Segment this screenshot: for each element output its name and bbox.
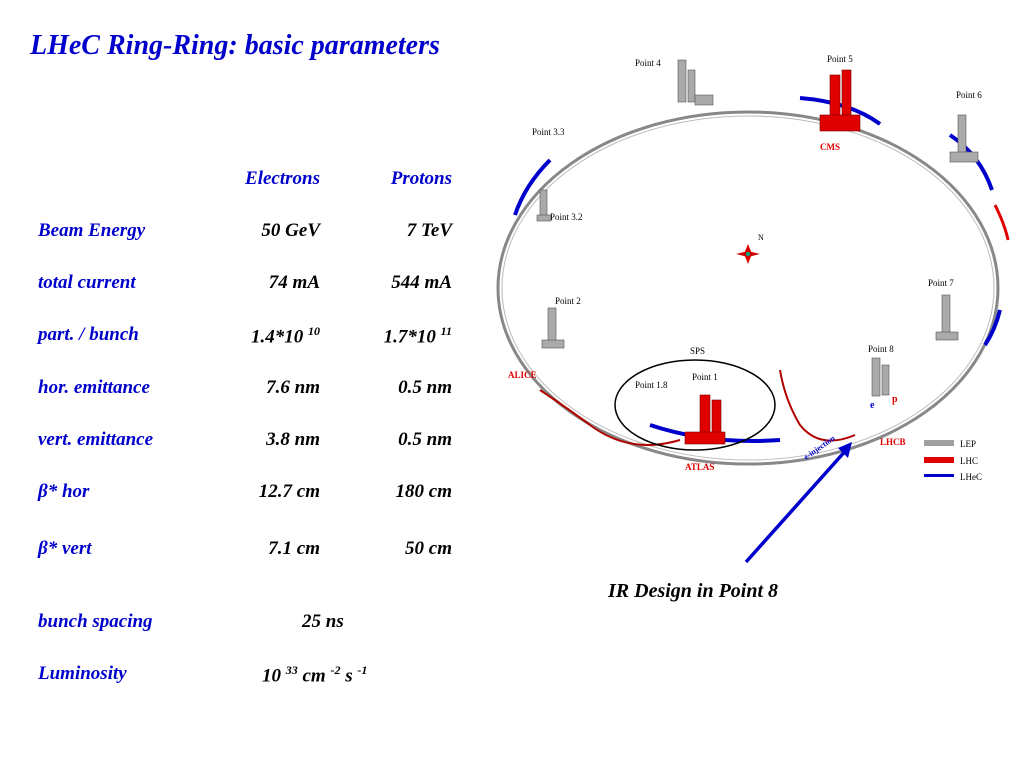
row-value-protons: 0.5 nm bbox=[398, 429, 452, 450]
point-6-structure bbox=[949, 114, 979, 163]
row-value-protons: 50 cm bbox=[405, 538, 452, 559]
row-label-beam-energy: Beam Energy bbox=[38, 220, 146, 241]
legend-label-lhc: LHC bbox=[960, 456, 978, 466]
lumi-exp2: -2 bbox=[330, 663, 341, 677]
point-2-structure bbox=[541, 307, 565, 349]
lhec-segment-left bbox=[513, 158, 552, 216]
point-label: Point 3.2 bbox=[550, 212, 583, 222]
luminosity-label: Luminosity bbox=[38, 663, 127, 684]
row-value-protons: 7 TeV bbox=[406, 220, 452, 241]
compass-north-label: N bbox=[758, 233, 764, 242]
ir-design-caption: IR Design in Point 8 bbox=[608, 580, 779, 602]
row-value-protons: 180 cm bbox=[395, 481, 452, 502]
row-value-electrons: 12.7 cm bbox=[258, 481, 320, 502]
lhc-transfer-line-1 bbox=[539, 389, 681, 446]
point-4-structure bbox=[677, 59, 714, 106]
point-label: Point 1 bbox=[692, 372, 718, 382]
column-header-protons: Protons bbox=[390, 168, 452, 189]
value-exponent: 11 bbox=[440, 324, 452, 338]
sps-label: SPS bbox=[690, 346, 705, 356]
point-label: Point 5 bbox=[827, 54, 853, 64]
value-exponent: 10 bbox=[308, 324, 320, 338]
lumi-base: 10 bbox=[262, 665, 281, 687]
lhc-transfer-line-2 bbox=[779, 369, 856, 442]
legend-label-lhec: LHeC bbox=[960, 472, 982, 482]
lhec-segment-right-top bbox=[948, 133, 994, 191]
lumi-unit2: s bbox=[345, 665, 353, 687]
lumi-unit1: cm bbox=[302, 665, 326, 687]
point-label: Point 7 bbox=[928, 278, 954, 288]
point-label: Point 1.8 bbox=[635, 380, 668, 390]
row-value-protons: 0.5 nm bbox=[398, 377, 452, 398]
beam-label-e: e bbox=[870, 400, 875, 411]
experiment-label: ATLAS bbox=[685, 462, 714, 472]
value-base: 1.4*10 bbox=[251, 326, 304, 348]
legend: LEP LHC LHeC bbox=[924, 439, 982, 482]
row-value-protons: 544 mA bbox=[391, 272, 452, 293]
column-header-electrons: Electrons bbox=[245, 168, 320, 189]
lhc-segment-right bbox=[993, 204, 1010, 241]
point-label: Point 8 bbox=[868, 344, 894, 354]
legend-label-lep: LEP bbox=[960, 439, 976, 449]
ring-outline bbox=[496, 110, 1000, 466]
row-value-electrons: 7.1 cm bbox=[268, 538, 320, 559]
row-value-electrons: 7.6 nm bbox=[266, 377, 320, 398]
row-value-protons: 1.7*10 11 bbox=[302, 324, 452, 348]
beam-label-p: p bbox=[892, 394, 898, 405]
experiment-label: CMS bbox=[820, 142, 840, 152]
row-label-beta-vert: β* vert bbox=[38, 538, 92, 559]
luminosity-value: 10 33 cm -2 s -1 bbox=[262, 663, 367, 687]
row-value-electrons: 3.8 nm bbox=[266, 429, 320, 450]
lumi-exp1: 33 bbox=[285, 663, 298, 677]
experiment-label: LHCB bbox=[880, 437, 906, 447]
point-7-structure bbox=[935, 294, 959, 341]
row-label-vert-emittance: vert. emittance bbox=[38, 429, 154, 450]
value-base: 1.7*10 bbox=[383, 326, 436, 348]
ir-arrow bbox=[744, 446, 850, 564]
page-title: LHeC Ring-Ring: basic parameters bbox=[30, 30, 440, 61]
point-5-cms-structure bbox=[819, 69, 861, 132]
row-value-electrons: 50 GeV bbox=[261, 220, 320, 241]
lhc-ring-diagram: SPS Point 4 Point 5 Point 6 Point 3.3 P bbox=[496, 54, 1010, 564]
compass-icon bbox=[736, 244, 760, 264]
ir-arrow-head bbox=[838, 442, 852, 458]
experiment-label: ALICE bbox=[508, 370, 537, 380]
row-label-beta-hor: β* hor bbox=[38, 481, 90, 502]
lumi-exp3: -1 bbox=[357, 663, 368, 677]
row-value-electrons: 74 mA bbox=[268, 272, 320, 293]
point-label: Point 6 bbox=[956, 90, 982, 100]
row-label-part-bunch: part. / bunch bbox=[38, 324, 139, 345]
point-3-structure bbox=[536, 189, 552, 222]
bunch-spacing-value: 25 ns bbox=[302, 611, 344, 632]
lhec-segment-right bbox=[983, 309, 1002, 347]
bunch-spacing-label: bunch spacing bbox=[38, 611, 153, 632]
point-label: Point 2 bbox=[555, 296, 581, 306]
ring-outline-inner bbox=[501, 115, 995, 461]
sps-ring bbox=[614, 359, 776, 451]
point-label: Point 3.3 bbox=[532, 127, 565, 137]
row-label-total-current: total current bbox=[38, 272, 136, 293]
point-label: Point 4 bbox=[635, 58, 661, 68]
point-1-atlas-structure bbox=[684, 394, 726, 445]
point-8-structure bbox=[871, 357, 890, 397]
row-label-hor-emittance: hor. emittance bbox=[38, 377, 150, 398]
row-value-electrons: 1.4*10 10 bbox=[170, 324, 320, 348]
